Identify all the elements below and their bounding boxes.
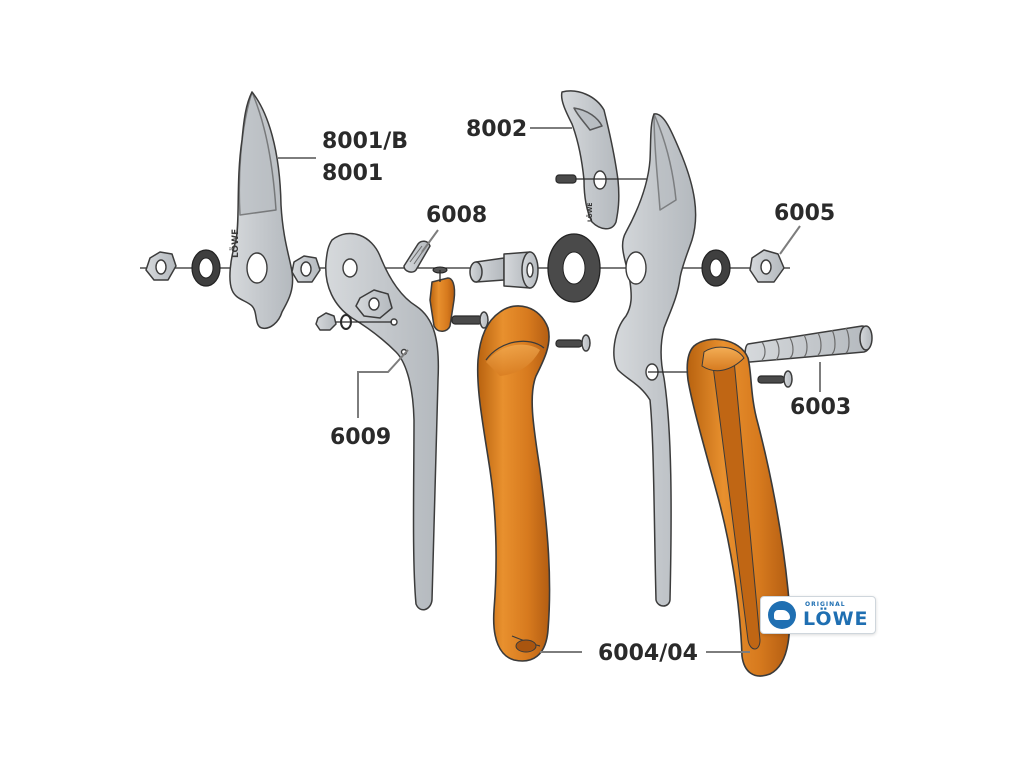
bracket-screw — [451, 311, 489, 329]
label-8001: 8001 — [322, 161, 383, 186]
small-washer-pair — [315, 312, 392, 331]
right-washer — [701, 249, 731, 287]
left-washer — [191, 249, 221, 287]
center-bushing — [469, 251, 539, 289]
logo-tagline: ORIGINAL — [805, 601, 846, 608]
label-8001-b: 8001/B — [322, 129, 408, 154]
leader-6009 — [357, 349, 409, 418]
lever-nut — [355, 289, 393, 319]
label-6005: 6005 — [774, 201, 835, 226]
right-grip-screw — [757, 370, 793, 388]
right-grip — [686, 338, 791, 677]
label-6009: 6009 — [330, 425, 391, 450]
left-nut — [145, 251, 177, 281]
spring-6003 — [744, 325, 873, 363]
left-grip — [476, 305, 551, 662]
cutting-blade-8001: LÖWE — [229, 91, 294, 330]
lever-6009 — [325, 232, 440, 611]
brand-logo: ORIGINAL LÖWE — [760, 596, 876, 634]
upper-handle-body — [613, 113, 697, 607]
leader-6005 — [779, 225, 801, 255]
label-6008: 6008 — [426, 203, 487, 228]
center-washer — [547, 233, 601, 303]
blade-engraving: LÖWE — [230, 229, 241, 258]
label-6003: 6003 — [790, 395, 851, 420]
nut-6005 — [749, 249, 785, 283]
leader-6008 — [421, 229, 439, 253]
left-grip-screw — [555, 334, 591, 352]
label-6004-04: 6004/04 — [598, 641, 698, 666]
lion-icon — [768, 601, 796, 629]
pin-bracket — [429, 266, 456, 332]
anvil-engraving: LÖWE — [587, 203, 594, 222]
logo-brand: LÖWE — [803, 608, 869, 630]
small-nut — [291, 255, 321, 283]
anvil-8002: LÖWE — [560, 90, 620, 230]
label-8002: 8002 — [466, 117, 527, 142]
